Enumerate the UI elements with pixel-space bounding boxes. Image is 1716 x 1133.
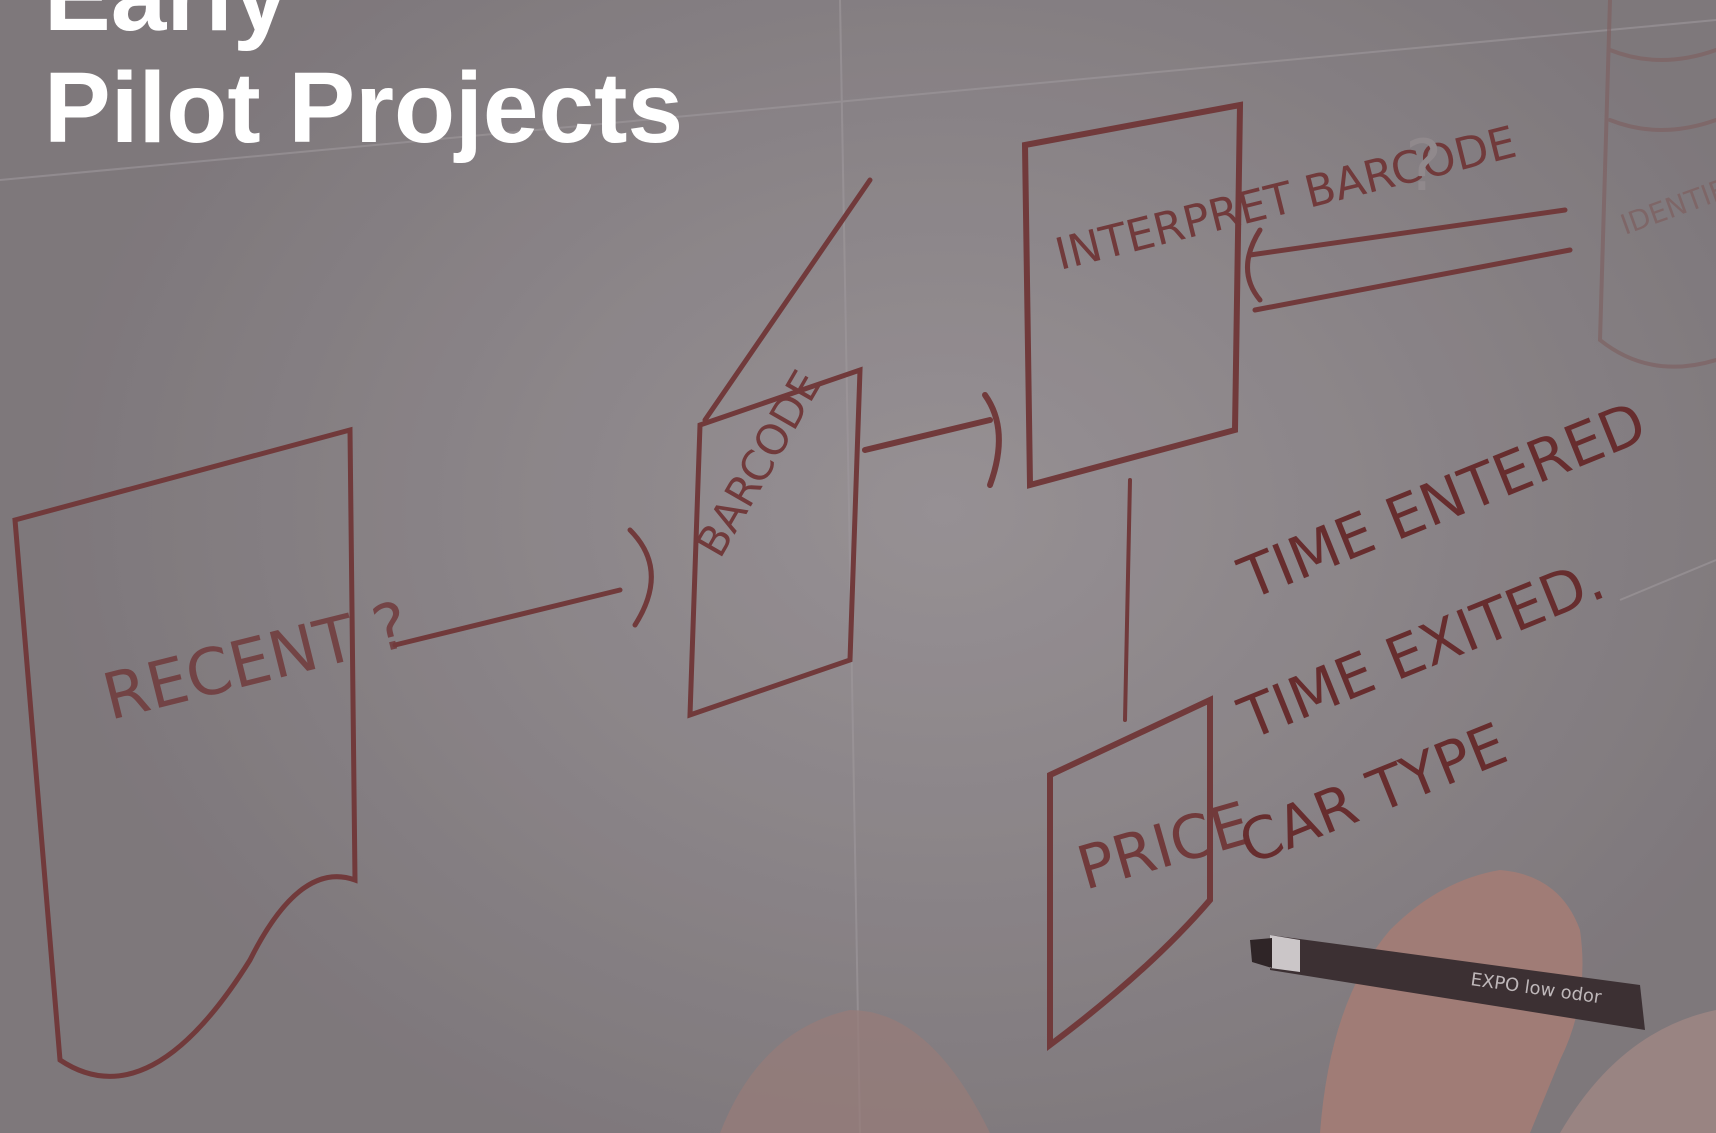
slide-title-line-2: Pilot Projects [44,52,684,164]
arrow-1 [392,527,654,648]
blurred-arm [720,1010,1716,1133]
box-interpret [1021,101,1244,489]
question-mark: ? [1405,125,1442,207]
box-price [1047,695,1213,1052]
hand-with-marker: EXPO low odor [1250,870,1645,1133]
box-price-label: PRICE [1070,789,1258,905]
arrow-3 [1245,207,1573,313]
box-identify-label: IDENTIFY [1616,167,1716,242]
marker-body [1270,935,1645,1030]
slide-title: Early Pilot Projects [0,0,683,164]
box-interpret-label: INTERPRET BARCODE [1050,117,1521,281]
box-identify [1597,0,1716,369]
slide-title-line-1: Early [44,0,683,52]
connector-line [1123,478,1132,722]
box-recent-label: RECENT ? [96,588,416,735]
hand [1320,870,1583,1133]
marker-tip [1250,938,1272,968]
arrow-2 [862,392,1002,488]
box-recent [12,426,358,1079]
box-barcode-label: BARCODE [686,362,831,565]
marker-band [1270,935,1300,972]
box-barcode [687,177,873,719]
